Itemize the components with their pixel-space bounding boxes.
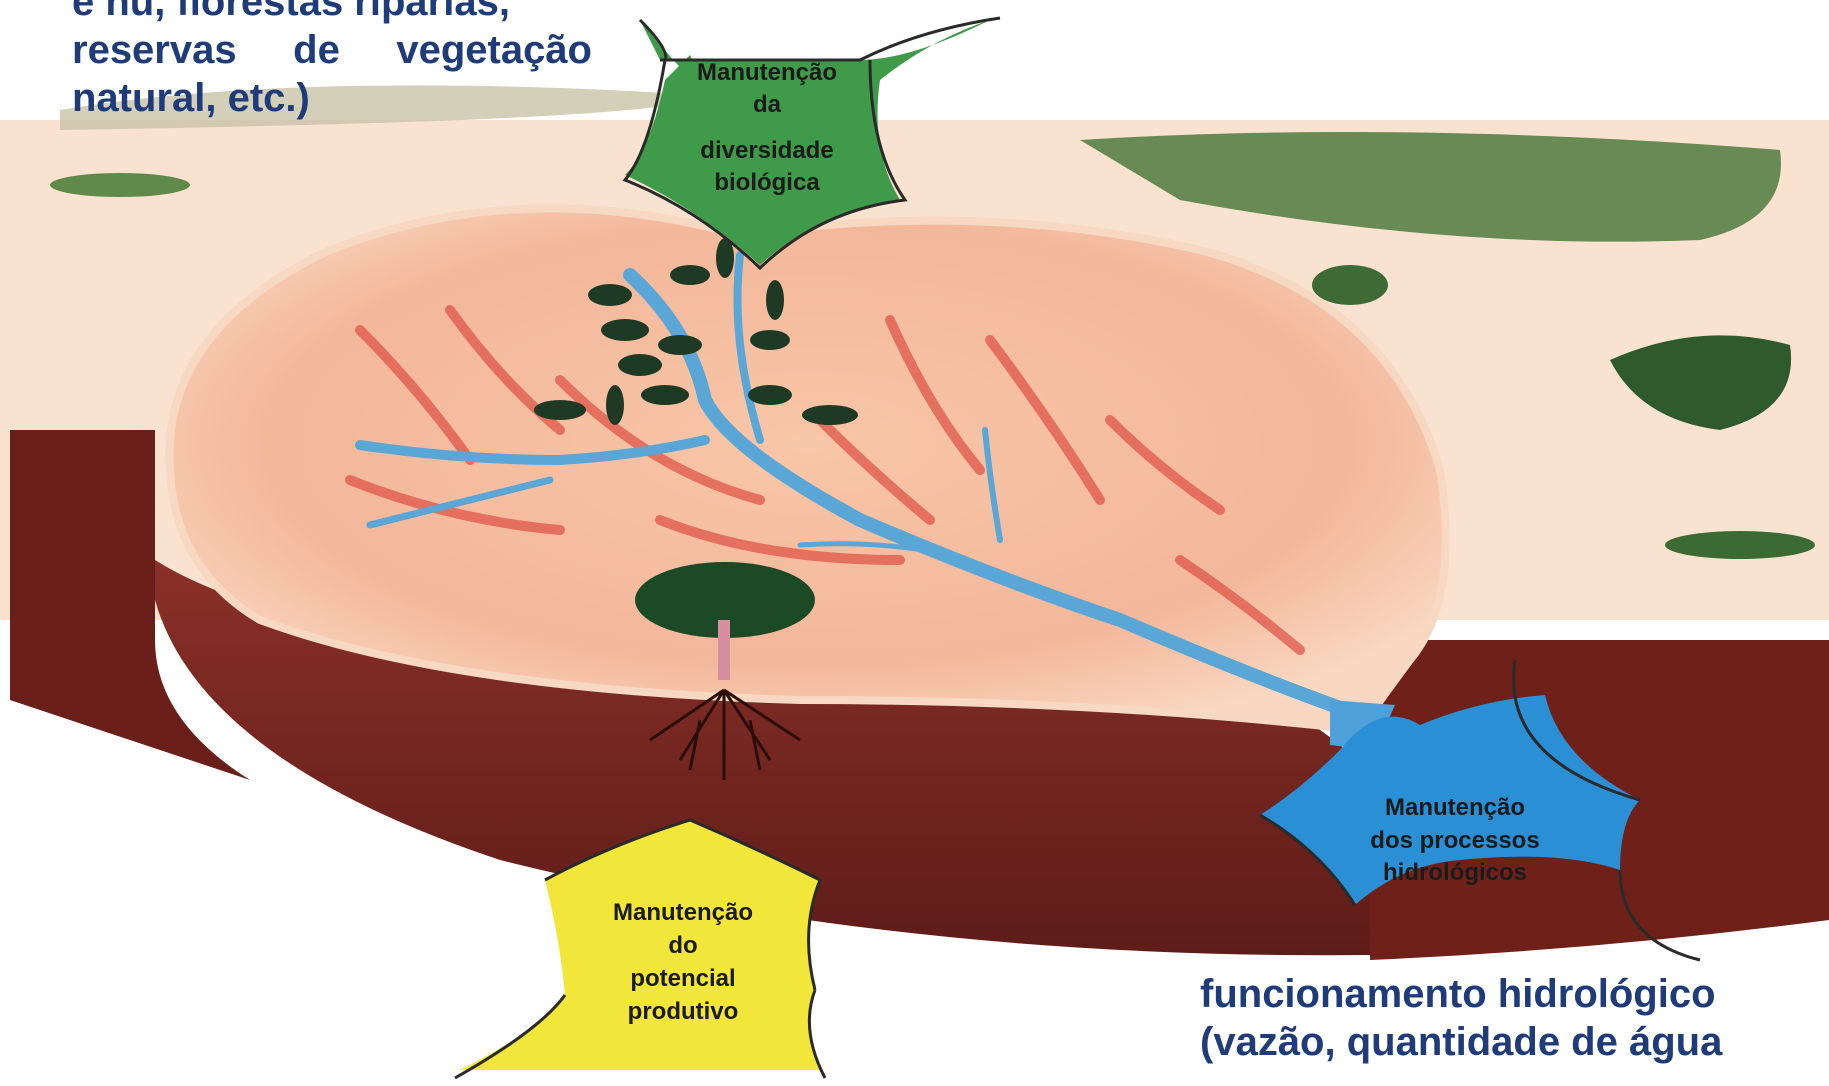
biodiversity-label-line2: da (753, 91, 782, 118)
top-caption-line2: reservas de vegetação (72, 26, 592, 74)
top-caption-line3: natural, etc.) (72, 74, 592, 122)
hydrology-label-line1: Manutenção (1385, 794, 1525, 821)
productive-label-line4: produtivo (628, 998, 739, 1025)
forest-patch-far-right (1665, 531, 1815, 559)
bottom-caption-line1: funcionamento hidrológico (1200, 970, 1829, 1018)
productive-label-line3: potencial (630, 965, 735, 992)
forest-patch-small (1312, 265, 1388, 305)
bottom-caption: funcionamento hidrológico (vazão, quanti… (1200, 970, 1829, 1066)
productive-label-line2: do (668, 932, 697, 959)
biodiversity-label-line3: diversidade (700, 137, 833, 164)
hydrology-label-line2: dos processos (1370, 827, 1539, 854)
biodiversity-label-line1: Manutenção (697, 59, 837, 86)
biodiversity-label-line4: biológica (714, 169, 820, 196)
top-caption-line1: e nu, florestas ripárias, (72, 0, 592, 26)
productive-label-line1: Manutenção (613, 899, 753, 926)
forest-patch-left (50, 173, 190, 197)
hydrology-label-line3: hidrológicos (1383, 859, 1527, 886)
bottom-caption-line2: (vazão, quantidade de água (1200, 1018, 1829, 1066)
watershed-surface (169, 208, 1445, 730)
hydrology-label: Manutenção dos processos hidrológicos (1370, 794, 1539, 886)
top-caption: e nu, florestas ripárias, reservas de ve… (72, 0, 592, 122)
